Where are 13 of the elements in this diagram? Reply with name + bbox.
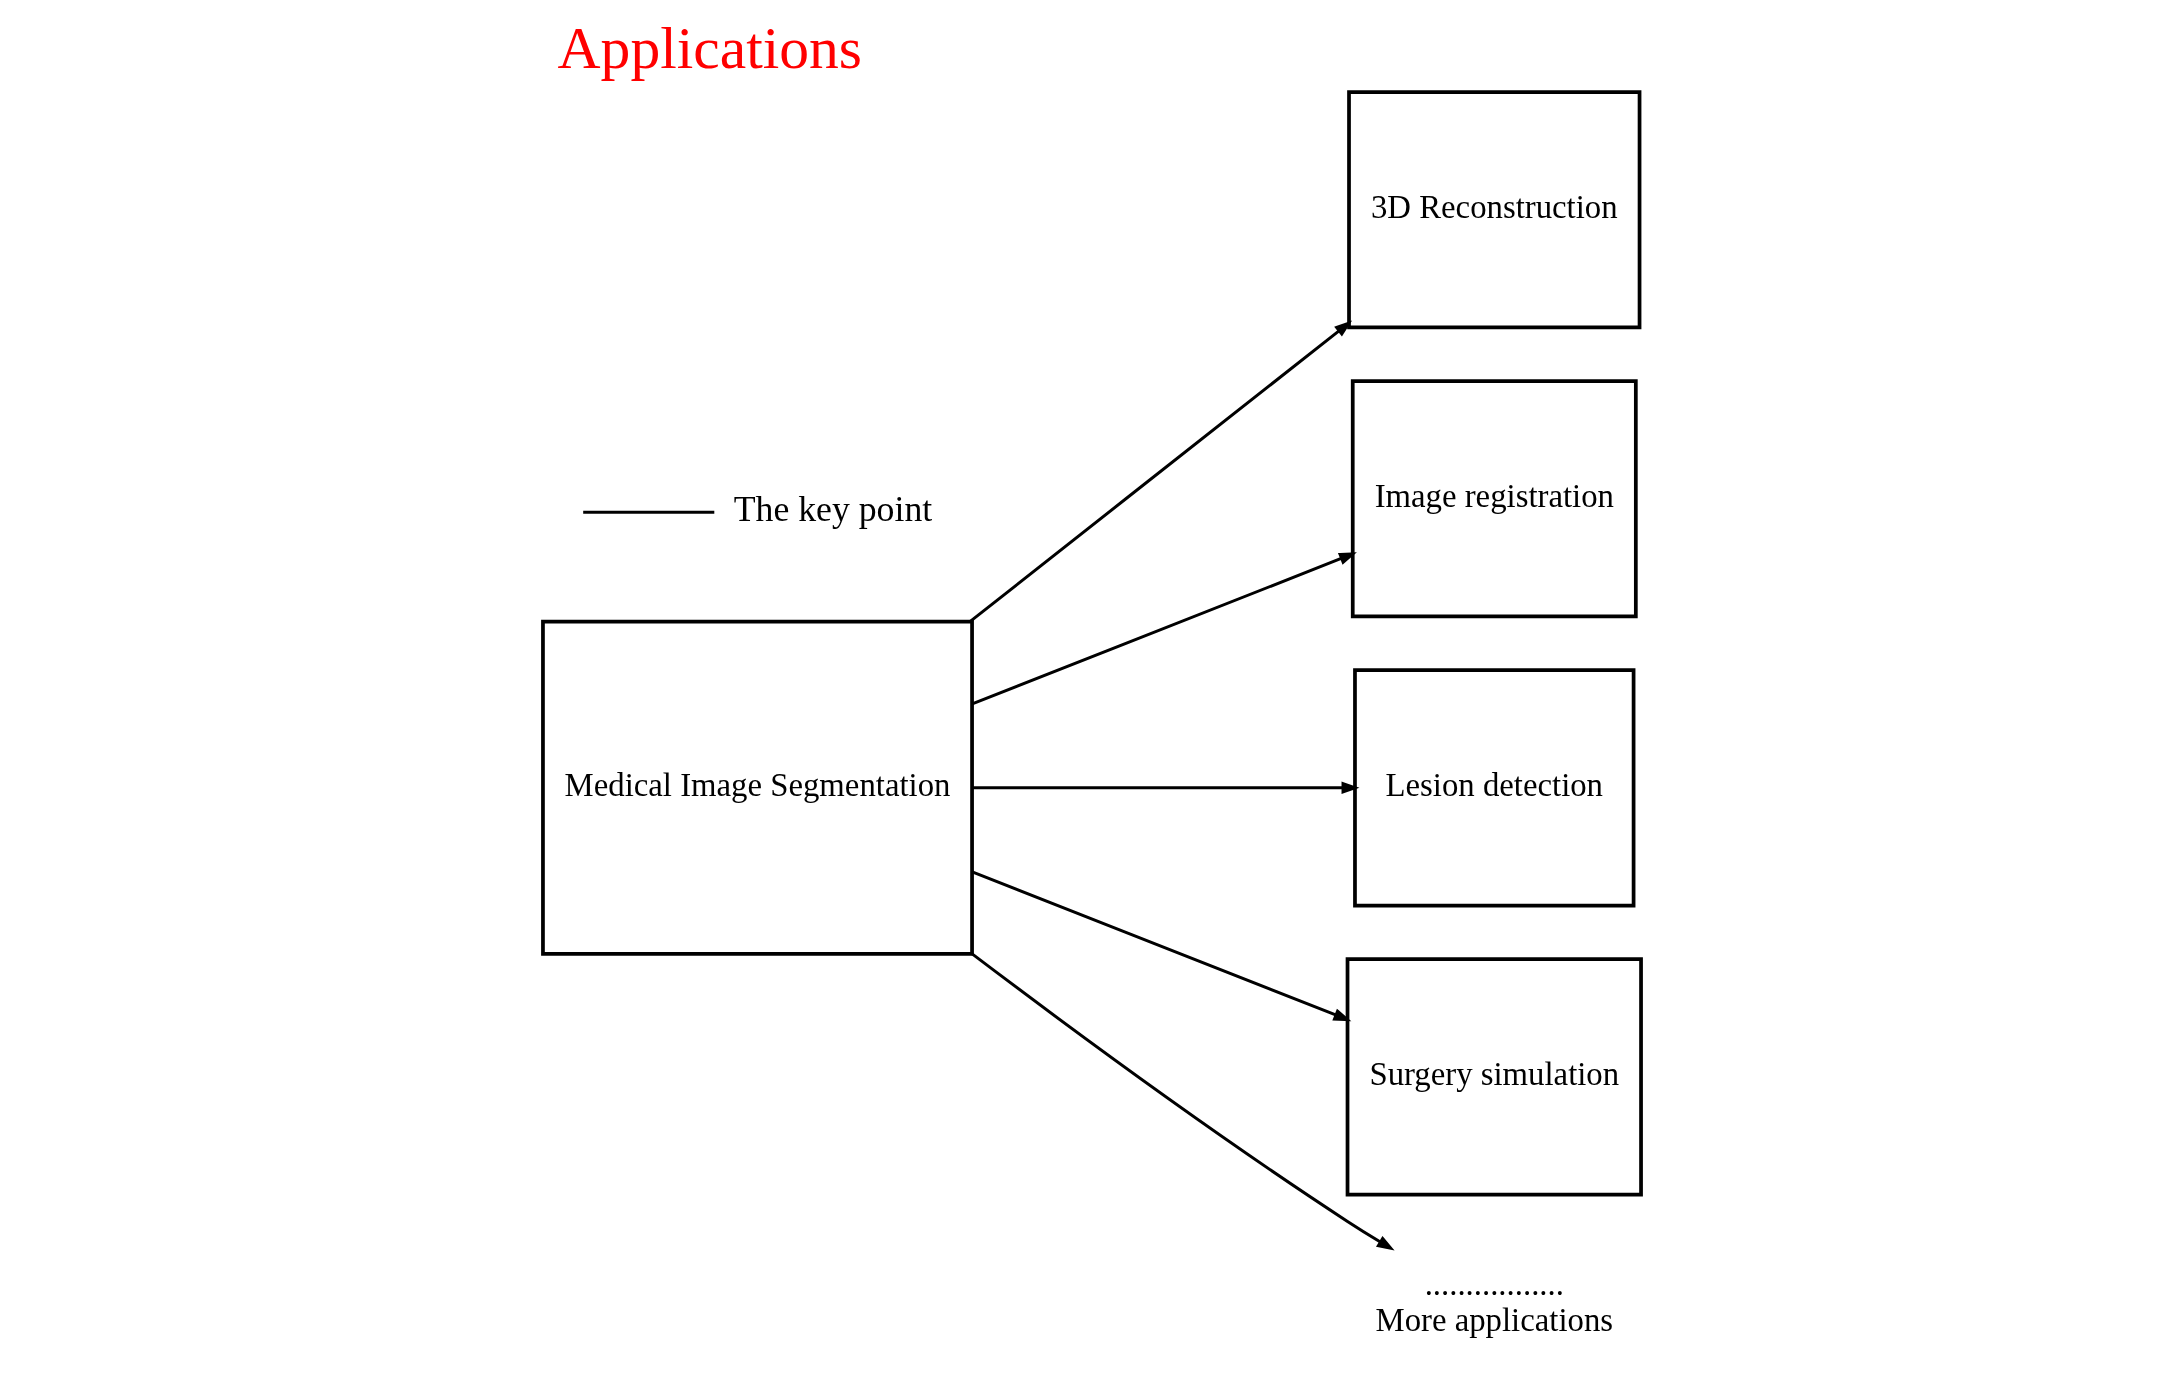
node-box: 3D Reconstruction [1347,90,1642,330]
arrow [971,552,1357,706]
node-box: Medical Image Segmentation [541,619,974,956]
node-box: Image registration [1350,379,1638,619]
legend-label: The key point [733,489,933,530]
arrow [971,952,1395,1251]
node-box: Lesion detection [1353,668,1636,908]
arrow [972,781,1360,795]
diagram-title: Applications [557,15,863,82]
node-box: Surgery simulation [1345,957,1643,1197]
node-text: ................. More applications [1375,1266,1614,1339]
arrow [971,870,1352,1022]
arrow [969,320,1353,623]
